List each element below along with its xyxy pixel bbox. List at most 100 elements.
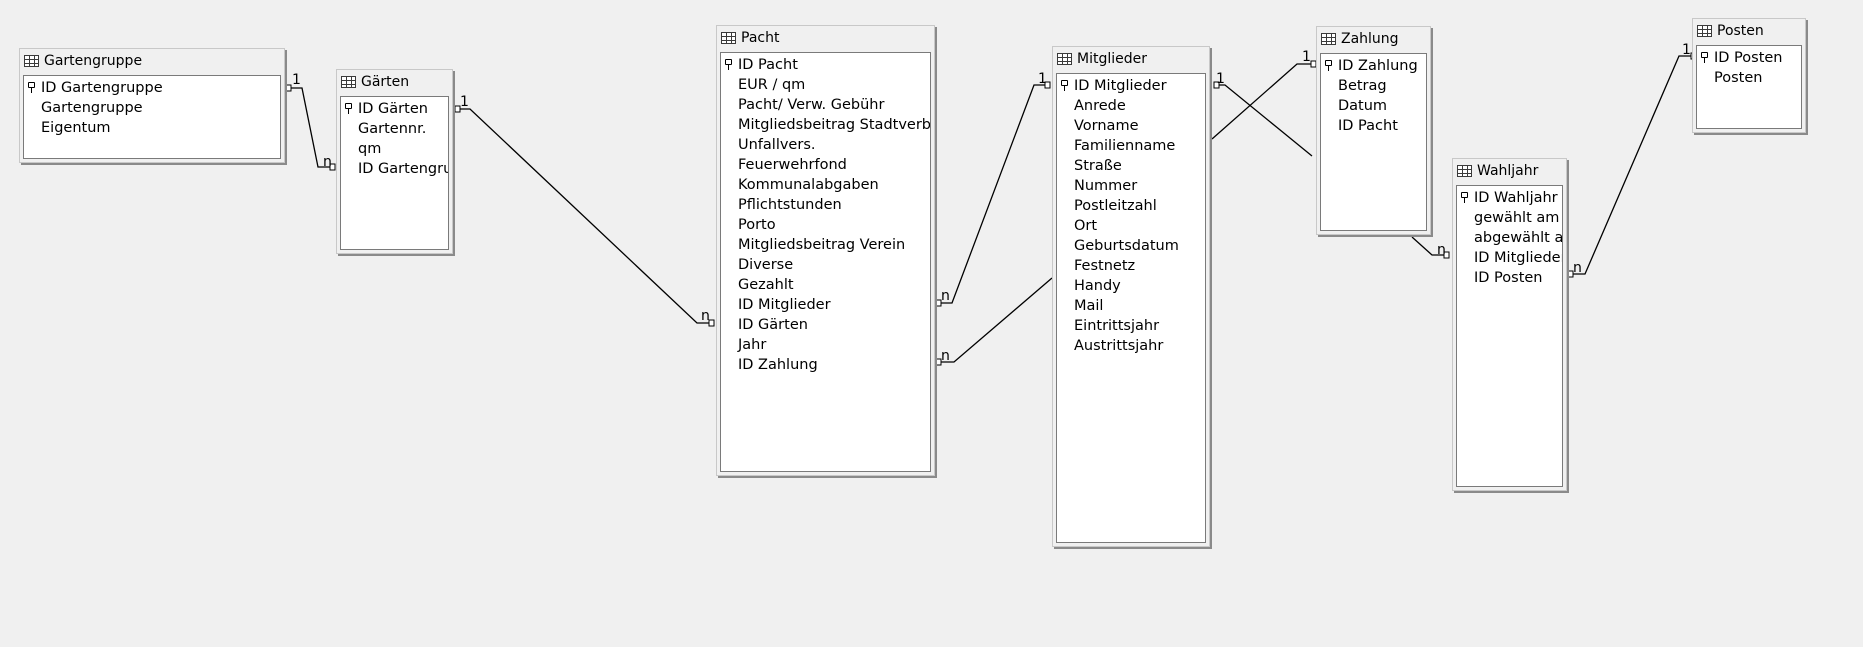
field-row[interactable]: Kommunalabgaben bbox=[738, 177, 879, 193]
relation-many-label: n bbox=[941, 348, 950, 364]
table-title: Mitglieder bbox=[1077, 51, 1147, 67]
table-mitglieder[interactable]: Mitglieder ID Mitglieder Anrede Vorname … bbox=[1052, 46, 1210, 547]
field-list[interactable]: ID Pacht EUR / qm Pacht/ Verw. Gebühr Mi… bbox=[720, 52, 931, 472]
field-row[interactable]: Handy bbox=[1074, 278, 1121, 294]
field-row[interactable]: Ort bbox=[1074, 218, 1098, 234]
primary-key-icon bbox=[345, 103, 352, 114]
relation-one-label: 1 bbox=[1216, 71, 1225, 87]
relation-one-label: 1 bbox=[1302, 49, 1311, 65]
primary-key-icon bbox=[28, 82, 35, 93]
field-row[interactable]: ID Gärten bbox=[738, 317, 808, 333]
field-row[interactable]: ID Posten bbox=[1697, 48, 1801, 68]
field-row[interactable]: Festnetz bbox=[1074, 258, 1136, 274]
table-gaerten[interactable]: Gärten ID Gärten Gartennr. qm ID Garteng… bbox=[336, 69, 453, 254]
field-list[interactable]: ID Mitglieder Anrede Vorname Familiennam… bbox=[1056, 73, 1206, 543]
field-row[interactable]: Jahr bbox=[738, 337, 767, 353]
field-row[interactable]: Gezahlt bbox=[738, 277, 794, 293]
relation-zahlung-pacht[interactable]: n bbox=[935, 277, 1053, 366]
relation-many-label: n bbox=[941, 288, 950, 304]
field-row[interactable]: Gartengruppe bbox=[41, 100, 143, 116]
table-header[interactable]: Gärten bbox=[337, 70, 452, 94]
relation-many-label: n bbox=[701, 308, 710, 324]
table-icon bbox=[1457, 165, 1472, 177]
field-row[interactable]: ID Pacht bbox=[721, 55, 930, 75]
field-row[interactable]: ID Mitglieder bbox=[1474, 250, 1563, 266]
field-list[interactable]: ID Gartengruppe Gartengruppe Eigentum bbox=[23, 75, 281, 159]
field-row[interactable]: Feuerwehrfond bbox=[738, 157, 847, 173]
field-row[interactable]: Eigentum bbox=[41, 120, 111, 136]
relation-one-label: 1 bbox=[1038, 71, 1047, 87]
field-row[interactable]: Pacht/ Verw. Gebühr bbox=[738, 97, 885, 113]
primary-key-icon bbox=[1061, 80, 1068, 91]
relation-mitglieder-pacht[interactable]: 1 n bbox=[935, 71, 1051, 307]
table-header[interactable]: Pacht bbox=[717, 26, 934, 50]
field-row[interactable]: Betrag bbox=[1338, 78, 1387, 94]
field-list[interactable]: ID Wahljahr gewählt am abgewählt am ID M… bbox=[1456, 185, 1563, 487]
field-row[interactable]: Porto bbox=[738, 217, 776, 233]
field-row[interactable]: EUR / qm bbox=[738, 77, 806, 93]
relation-posten-wahljahr[interactable]: 1 n bbox=[1567, 42, 1697, 278]
field-row[interactable]: Mail bbox=[1074, 298, 1104, 314]
field-row[interactable]: Vorname bbox=[1074, 118, 1139, 134]
relation-gartengruppe-gaerten[interactable]: 1 n bbox=[285, 72, 336, 171]
table-posten[interactable]: Posten ID Posten Posten bbox=[1692, 18, 1806, 133]
field-row[interactable]: ID Wahljahr bbox=[1457, 188, 1562, 208]
field-row[interactable]: qm bbox=[358, 141, 382, 157]
field-row[interactable]: Straße bbox=[1074, 158, 1122, 174]
field-row[interactable]: abgewählt am bbox=[1474, 230, 1563, 246]
table-icon bbox=[1321, 33, 1336, 45]
field-row[interactable]: Geburtsdatum bbox=[1074, 238, 1179, 254]
field-row[interactable]: ID Gartengruppe bbox=[358, 161, 448, 177]
table-header[interactable]: Posten bbox=[1693, 19, 1805, 43]
field-row[interactable]: ID Zahlung bbox=[1321, 56, 1426, 76]
field-list[interactable]: ID Gärten Gartennr. qm ID Gartengruppe bbox=[340, 96, 449, 250]
table-title: Gartengruppe bbox=[44, 53, 143, 69]
field-row[interactable]: Postleitzahl bbox=[1074, 198, 1157, 214]
table-header[interactable]: Mitglieder bbox=[1053, 47, 1209, 71]
table-title: Gärten bbox=[361, 74, 410, 90]
field-row[interactable]: Mitgliedsbeitrag Stadtverband bbox=[738, 117, 931, 133]
field-row[interactable]: Unfallvers. bbox=[738, 137, 816, 153]
field-row[interactable]: Familienname bbox=[1074, 138, 1176, 154]
field-row[interactable]: Gartennr. bbox=[358, 121, 427, 137]
relation-many-label: n bbox=[1437, 242, 1446, 258]
field-row[interactable]: ID Gärten bbox=[341, 99, 448, 119]
field-row[interactable]: ID Mitglieder bbox=[1057, 76, 1205, 96]
field-row[interactable]: ID Zahlung bbox=[738, 357, 818, 373]
field-row[interactable]: ID Gartengruppe bbox=[24, 78, 280, 98]
field-row[interactable]: Pflichtstunden bbox=[738, 197, 842, 213]
field-list[interactable]: ID Posten Posten bbox=[1696, 45, 1802, 129]
field-row[interactable]: Nummer bbox=[1074, 178, 1138, 194]
field-row[interactable]: Datum bbox=[1338, 98, 1388, 114]
relation-gaerten-pacht[interactable]: 1 n bbox=[454, 94, 715, 327]
field-row[interactable]: ID Posten bbox=[1474, 270, 1543, 286]
table-icon bbox=[24, 55, 39, 67]
table-title: Zahlung bbox=[1341, 31, 1399, 47]
field-row[interactable]: gewählt am bbox=[1474, 210, 1560, 226]
field-row[interactable]: Anrede bbox=[1074, 98, 1126, 114]
relation-one-label: 1 bbox=[292, 72, 301, 88]
field-row[interactable]: Diverse bbox=[738, 257, 794, 273]
table-gartengruppe[interactable]: Gartengruppe ID Gartengruppe Gartengrupp… bbox=[19, 48, 285, 163]
table-wahljahr[interactable]: Wahljahr ID Wahljahr gewählt am abgewähl… bbox=[1452, 158, 1567, 491]
primary-key-icon bbox=[725, 59, 732, 70]
field-row[interactable]: Eintrittsjahr bbox=[1074, 318, 1160, 334]
relation-one-label: 1 bbox=[1682, 42, 1691, 58]
table-header[interactable]: Gartengruppe bbox=[20, 49, 284, 73]
field-row[interactable]: ID Mitglieder bbox=[738, 297, 831, 313]
field-list[interactable]: ID Zahlung Betrag Datum ID Pacht bbox=[1320, 53, 1427, 231]
table-header[interactable]: Zahlung bbox=[1317, 27, 1430, 51]
table-pacht[interactable]: Pacht ID Pacht EUR / qm Pacht/ Verw. Geb… bbox=[716, 25, 935, 476]
table-icon bbox=[1057, 53, 1072, 65]
table-zahlung[interactable]: Zahlung ID Zahlung Betrag Datum ID Pacht bbox=[1316, 26, 1431, 235]
field-row[interactable]: Austrittsjahr bbox=[1074, 338, 1164, 354]
relation-one-label: 1 bbox=[460, 94, 469, 110]
table-header[interactable]: Wahljahr bbox=[1453, 159, 1566, 183]
field-row[interactable]: ID Pacht bbox=[1338, 118, 1398, 134]
relation-zahlung-mitglieder[interactable]: 1 bbox=[1211, 49, 1317, 140]
field-row[interactable]: Mitgliedsbeitrag Verein bbox=[738, 237, 906, 253]
table-title: Posten bbox=[1717, 23, 1764, 39]
field-row[interactable]: Posten bbox=[1714, 70, 1763, 86]
relation-many-label: n bbox=[1573, 260, 1582, 276]
